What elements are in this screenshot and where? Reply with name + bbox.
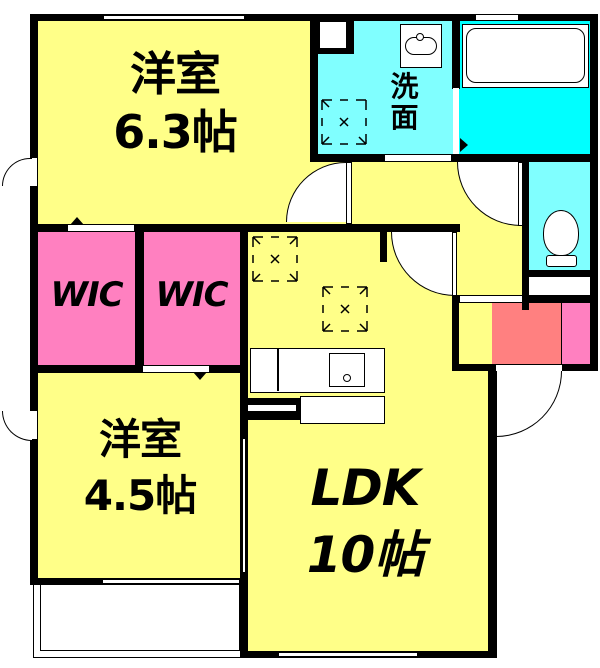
western-room-4-5 xyxy=(37,372,240,578)
door-entrance xyxy=(496,365,562,371)
room-label-wic-2: WIC xyxy=(155,275,228,315)
washbasin xyxy=(400,24,442,68)
room-label-ldk: LDK 10帖 xyxy=(275,462,455,581)
room-size: 6.3帖 xyxy=(113,105,238,160)
room-size: 10帖 xyxy=(306,525,425,584)
wall-right-upper xyxy=(590,14,598,370)
window-balcony-ldk xyxy=(278,652,418,657)
door-wic2 xyxy=(143,366,209,372)
door-marker-wic2 xyxy=(193,372,207,380)
door-marker-bath xyxy=(460,138,468,152)
kitchen-counter xyxy=(250,348,385,393)
wall-entrance-left xyxy=(452,295,459,371)
shoe-box xyxy=(561,302,591,364)
toilet-bowl-icon xyxy=(543,210,579,256)
room-label-washroom: 洗 面 xyxy=(384,70,424,134)
wall-entrance-right xyxy=(590,295,598,371)
door-room1 xyxy=(68,225,134,231)
wall-wash-bath xyxy=(452,14,460,89)
wic-1 xyxy=(37,231,136,365)
wall-hall-stub xyxy=(380,232,387,262)
room-label-western-4-5: 洋室 4.5帖 xyxy=(50,415,230,521)
room-name: 洋室 xyxy=(130,47,221,101)
washbasin-tap-icon xyxy=(416,33,424,41)
window-balcony-room2 xyxy=(102,579,240,584)
door-room1-side xyxy=(31,158,37,186)
door-marker-room1 xyxy=(70,217,84,225)
counter-divider xyxy=(277,349,279,391)
door-washroom xyxy=(385,155,451,161)
washroom-name-1: 洗 xyxy=(390,70,418,103)
wall-wic-divider xyxy=(135,224,144,372)
bathtub xyxy=(462,24,589,88)
kitchen-sink-icon xyxy=(329,353,365,387)
wall-ldk-right xyxy=(488,365,497,658)
wall-wic-bottom xyxy=(30,365,245,373)
toilet-tank-icon xyxy=(546,255,577,267)
wall-washroom-bottom xyxy=(310,154,598,162)
door-leaf-ldk xyxy=(452,232,457,296)
room-name: LDK xyxy=(310,459,420,517)
balcony-inner-rail xyxy=(40,582,240,651)
bathtub-inner-icon xyxy=(466,28,585,83)
washroom-name-2: 面 xyxy=(390,100,418,134)
door-leaf-room1 xyxy=(346,162,352,224)
wall-entrance-top xyxy=(452,295,598,303)
window-room1-top xyxy=(103,15,245,20)
wic-2 xyxy=(143,231,240,365)
door-entrance-hall xyxy=(460,296,522,302)
window-bath-top xyxy=(476,15,518,20)
door-swing-entrance xyxy=(496,371,562,437)
wall-room1-right xyxy=(310,14,318,162)
sink-drain-icon xyxy=(343,374,351,382)
room-name: 洋室 xyxy=(98,415,182,464)
ldk xyxy=(246,231,492,651)
wall-toilet-bottom xyxy=(522,270,598,277)
room-size: 4.5帖 xyxy=(83,471,197,521)
room-label-western-6-3: 洋室 6.3帖 xyxy=(60,50,290,157)
door-swing-room2-exterior xyxy=(2,411,32,441)
wall-left xyxy=(30,14,38,584)
door-room2-side xyxy=(31,411,37,439)
vent-icon-washroom xyxy=(321,99,367,145)
vent-icon-ldk-2 xyxy=(322,286,368,332)
room-label-wic-1: WIC xyxy=(50,275,123,315)
kitchen-cabinet xyxy=(300,396,385,424)
door-leaf-toilet xyxy=(518,162,523,226)
toilet-shelf xyxy=(530,281,588,295)
washroom-shelf xyxy=(320,22,346,48)
kitchen-shelf xyxy=(248,405,296,411)
wall-toilet-left xyxy=(522,160,529,310)
western-room-6-3 xyxy=(37,20,312,226)
window-ldk-left xyxy=(242,438,246,573)
vent-icon-ldk-1 xyxy=(252,236,298,282)
door-bath xyxy=(453,88,459,154)
door-swing-room1-exterior xyxy=(2,158,32,186)
